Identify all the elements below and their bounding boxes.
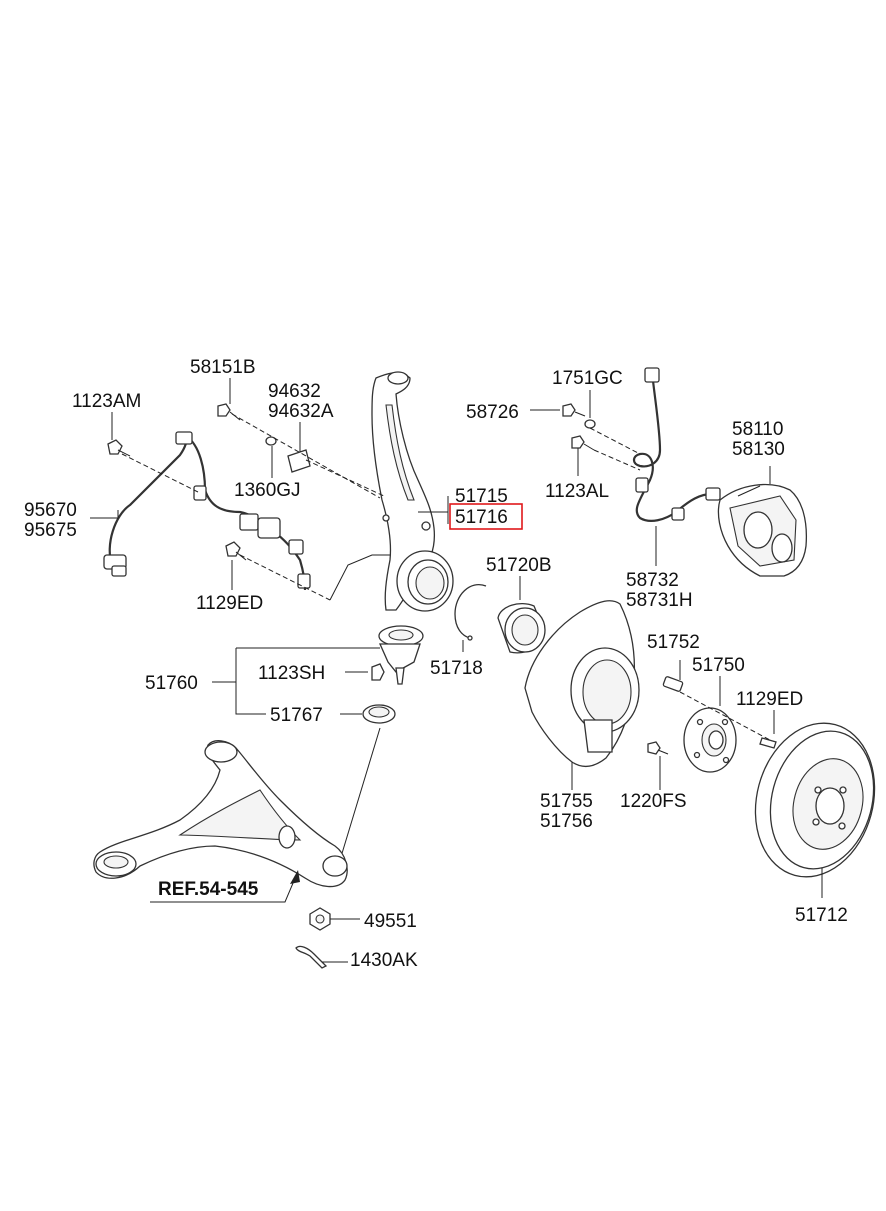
label-58732: 58732: [626, 570, 679, 591]
hub-bolt-51752-icon: [662, 676, 684, 692]
brake-hose-58732: [632, 367, 721, 522]
label-58151B: 58151B: [190, 357, 256, 378]
label-94632A: 94632A: [268, 401, 334, 422]
label-ref-54-545: REF.54-545: [158, 879, 259, 900]
bolt-1129ED-left-icon: [225, 541, 247, 561]
label-51716: 51716: [455, 507, 508, 528]
label-51715: 51715: [455, 486, 508, 507]
label-51767: 51767: [270, 705, 323, 726]
lower-control-arm: [93, 740, 348, 888]
bolt-1123AL-icon: [571, 435, 595, 451]
label-1129ED-left: 1129ED: [196, 593, 263, 614]
label-51755: 51755: [540, 791, 593, 812]
snap-ring-51718-icon: [454, 584, 487, 641]
washer-1751GC-icon: [584, 419, 596, 429]
label-1123AM: 1123AM: [72, 391, 141, 412]
label-95675: 95675: [24, 520, 77, 541]
label-94632: 94632: [268, 381, 321, 402]
label-58726: 58726: [466, 402, 519, 423]
label-51718: 51718: [430, 658, 483, 679]
label-51760: 51760: [145, 673, 198, 694]
label-49551: 49551: [364, 911, 417, 932]
cotter-pin-1430AK-icon: [295, 945, 328, 969]
label-58130: 58130: [732, 439, 785, 460]
label-1430AK: 1430AK: [350, 950, 418, 971]
label-1360GJ: 1360GJ: [234, 480, 301, 501]
bracket-94632-icon: [287, 449, 311, 473]
label-95670: 95670: [24, 500, 77, 521]
screw-1129ED-right-icon: [759, 737, 777, 749]
wheel-bearing-51720B-icon: [497, 603, 546, 654]
bolt-58726-icon: [562, 403, 586, 417]
dust-shield-51755: [524, 600, 640, 768]
label-1751GC: 1751GC: [552, 368, 623, 389]
nut-49551-icon: [309, 907, 331, 931]
wheel-hub-51750: [683, 707, 737, 773]
abs-sensor-wire: [103, 431, 311, 591]
label-58731H: 58731H: [626, 590, 693, 611]
dust-cover-51767-icon: [362, 704, 396, 724]
bolt-1220FS-icon: [647, 741, 669, 755]
label-51756: 51756: [540, 811, 593, 832]
brake-caliper-58110: [717, 483, 808, 577]
brake-disc-51712: [754, 722, 876, 878]
ball-joint-51760: [371, 625, 424, 685]
label-51752: 51752: [647, 632, 700, 653]
steering-knuckle: [371, 371, 454, 612]
label-1123AL: 1123AL: [545, 481, 609, 502]
label-51720B: 51720B: [486, 555, 552, 576]
label-51750: 51750: [692, 655, 745, 676]
clip-1360GJ-icon: [265, 436, 277, 446]
label-58110: 58110: [732, 419, 783, 440]
highlight-box-51716: [449, 503, 523, 530]
label-51712: 51712: [795, 905, 848, 926]
label-1123SH: 1123SH: [258, 663, 325, 684]
bolt-58151B-icon: [217, 403, 241, 421]
label-1129ED-right: 1129ED: [736, 689, 803, 710]
bolt-1123AM-icon: [107, 439, 131, 457]
label-1220FS: 1220FS: [620, 791, 687, 812]
